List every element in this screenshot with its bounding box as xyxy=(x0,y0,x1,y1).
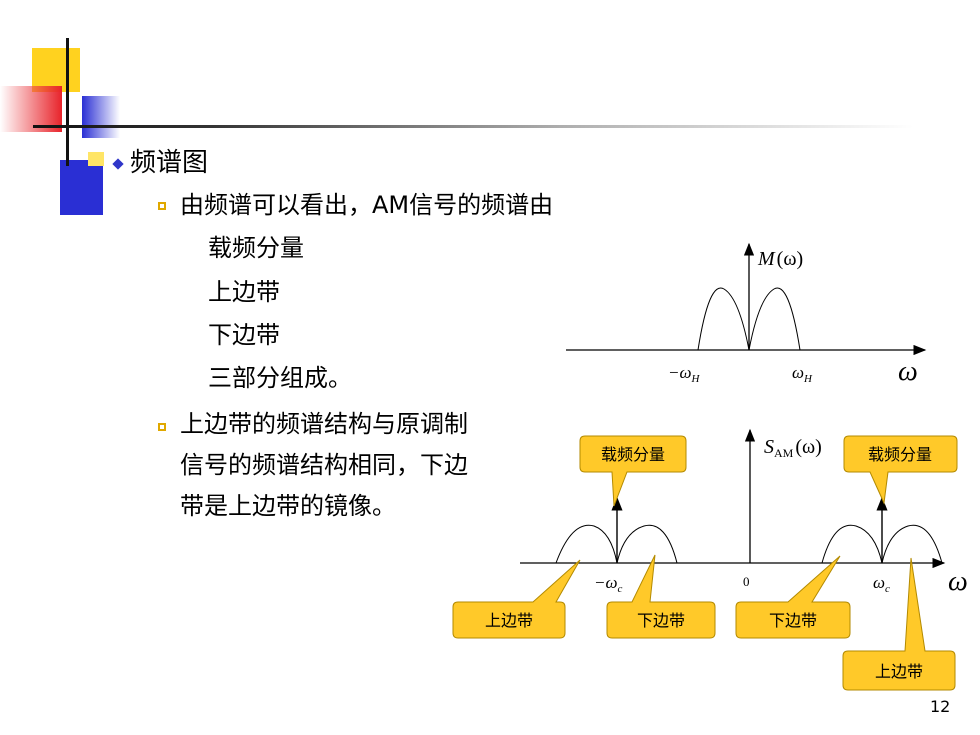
page-number: 12 xyxy=(930,697,951,716)
bottom-tick-neg: −ωc xyxy=(594,573,622,595)
bottom-lobe-left-outer xyxy=(555,524,618,564)
deco-blue-square xyxy=(60,160,103,215)
bottom-plot: SAM(ω) −ωc 0 ωc ω xyxy=(520,428,968,597)
bullet1-square-icon xyxy=(158,202,166,210)
callout-carrier-right: 载频分量 xyxy=(843,435,958,505)
bullet1-text: 由频谱可以看出，AM信号的频谱由 xyxy=(180,191,554,219)
bottom-tick-zero: 0 xyxy=(743,574,750,589)
bullet2-line1: 上边带的频谱结构与原调制 xyxy=(180,410,468,438)
deco-vertical-line xyxy=(66,38,69,166)
bottom-lobe-right-outer xyxy=(881,524,943,564)
svg-text:下边带: 下边带 xyxy=(769,612,817,630)
top-lobe-left xyxy=(697,287,750,351)
callout-lsb-right: 下边带 xyxy=(735,555,851,639)
callout-usb-left: 上边带 xyxy=(452,559,581,639)
bottom-lobe-left-inner xyxy=(616,524,678,564)
bottom-lobe-right-inner xyxy=(821,524,883,564)
deco-small-yellow xyxy=(88,152,104,166)
top-tick-neg: −ωH xyxy=(668,363,700,385)
bullet2-line2: 信号的频谱结构相同，下边 xyxy=(180,451,468,479)
component-usb: 上边带 xyxy=(208,278,280,306)
heading: 频谱图 xyxy=(130,148,209,178)
component-carrier: 载频分量 xyxy=(208,234,304,262)
svg-text:上边带: 上边带 xyxy=(485,612,533,630)
top-ylabel: M(ω) xyxy=(757,248,803,270)
component-summary: 三部分组成。 xyxy=(208,364,352,392)
top-plot: M(ω) −ωH ωH ω xyxy=(566,242,927,387)
callout-carrier-left: 载频分量 xyxy=(579,435,687,507)
bottom-tick-pos: ωc xyxy=(873,573,890,595)
bottom-axis-var: ω xyxy=(948,566,968,597)
callout-usb-right: 上边带 xyxy=(842,557,956,691)
svg-text:载频分量: 载频分量 xyxy=(868,446,932,464)
top-axis-var: ω xyxy=(898,356,918,387)
callout-lsb-left: 下边带 xyxy=(606,554,716,639)
deco-blue-gradient xyxy=(82,96,120,138)
svg-text:下边带: 下边带 xyxy=(637,612,685,630)
deco-red-gradient xyxy=(0,86,62,132)
top-lobe-right xyxy=(748,287,801,351)
top-tick-pos: ωH xyxy=(792,363,813,385)
svg-text:载频分量: 载频分量 xyxy=(601,446,665,464)
svg-text:上边带: 上边带 xyxy=(875,663,923,681)
component-lsb: 下边带 xyxy=(208,321,280,349)
bullet2-square-icon xyxy=(158,423,166,431)
deco-horizontal-line xyxy=(33,125,913,128)
bottom-ylabel: SAM(ω) xyxy=(764,436,822,460)
deco-yellow-square xyxy=(32,48,80,92)
bullet2-line3: 带是上边带的镜像。 xyxy=(180,492,396,520)
